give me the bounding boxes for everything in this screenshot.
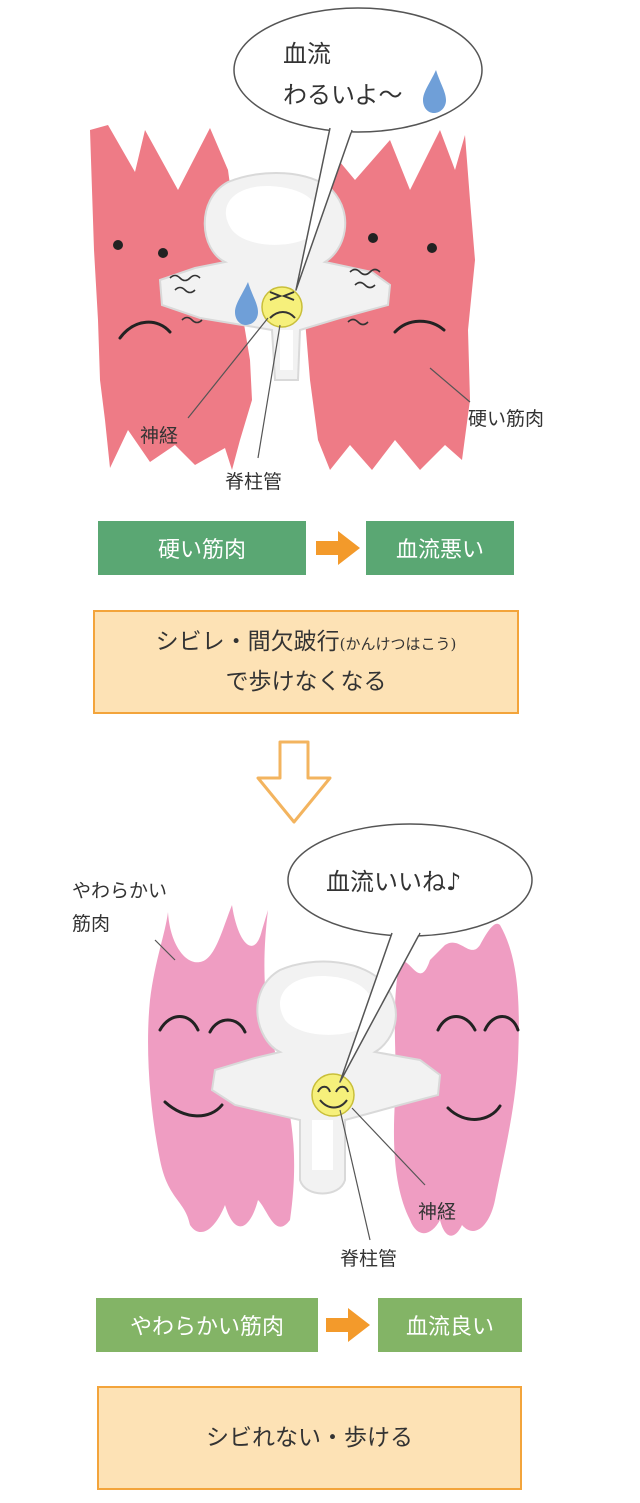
arrow-right-icon [316, 531, 360, 565]
hard-muscle-box: 硬い筋肉 [98, 521, 306, 575]
result-box-good: シビれない・歩ける [97, 1386, 522, 1490]
result-box-bad: シビレ・間欠跛行(かんけつはこう) で歩けなくなる [93, 610, 519, 714]
speech-bubble-top [233, 7, 483, 291]
drop-icon [235, 282, 258, 325]
arrow-right-icon [326, 1308, 370, 1342]
hard-muscle-right [305, 130, 475, 470]
nerve-face-top [261, 286, 303, 328]
bubble-text-bottom: 血流いいね♪ [326, 868, 461, 896]
label-hard-muscle: 硬い筋肉 [468, 408, 544, 430]
label-canal-top: 脊柱管 [225, 471, 282, 493]
good-blood-flow-box: 血流良い [378, 1298, 522, 1352]
drop-icon [423, 70, 446, 113]
bad-blood-flow-box: 血流悪い [366, 521, 514, 575]
speech-bubble-bottom [287, 823, 533, 1083]
label-soft-muscle-line1: やわらかい [72, 880, 167, 902]
bubble-text-line2: わるいよ〜 [283, 81, 403, 109]
down-arrow-icon [256, 740, 332, 824]
result-line2: で歩けなくなる [225, 669, 387, 695]
result-line1: シビレ・間欠跛行(かんけつはこう) [155, 628, 457, 655]
label-canal-bottom: 脊柱管 [340, 1248, 397, 1270]
vertebra-top [158, 172, 392, 381]
bubble-text-line1: 血流 [283, 40, 331, 68]
label-nerve-bottom: 神経 [418, 1201, 456, 1223]
nerve-face-bottom [311, 1073, 355, 1117]
label-nerve-top: 神経 [140, 425, 178, 447]
label-soft-muscle-line2: 筋肉 [72, 913, 110, 935]
soft-muscle-box: やわらかい筋肉 [96, 1298, 318, 1352]
soft-muscle-right [393, 923, 519, 1236]
